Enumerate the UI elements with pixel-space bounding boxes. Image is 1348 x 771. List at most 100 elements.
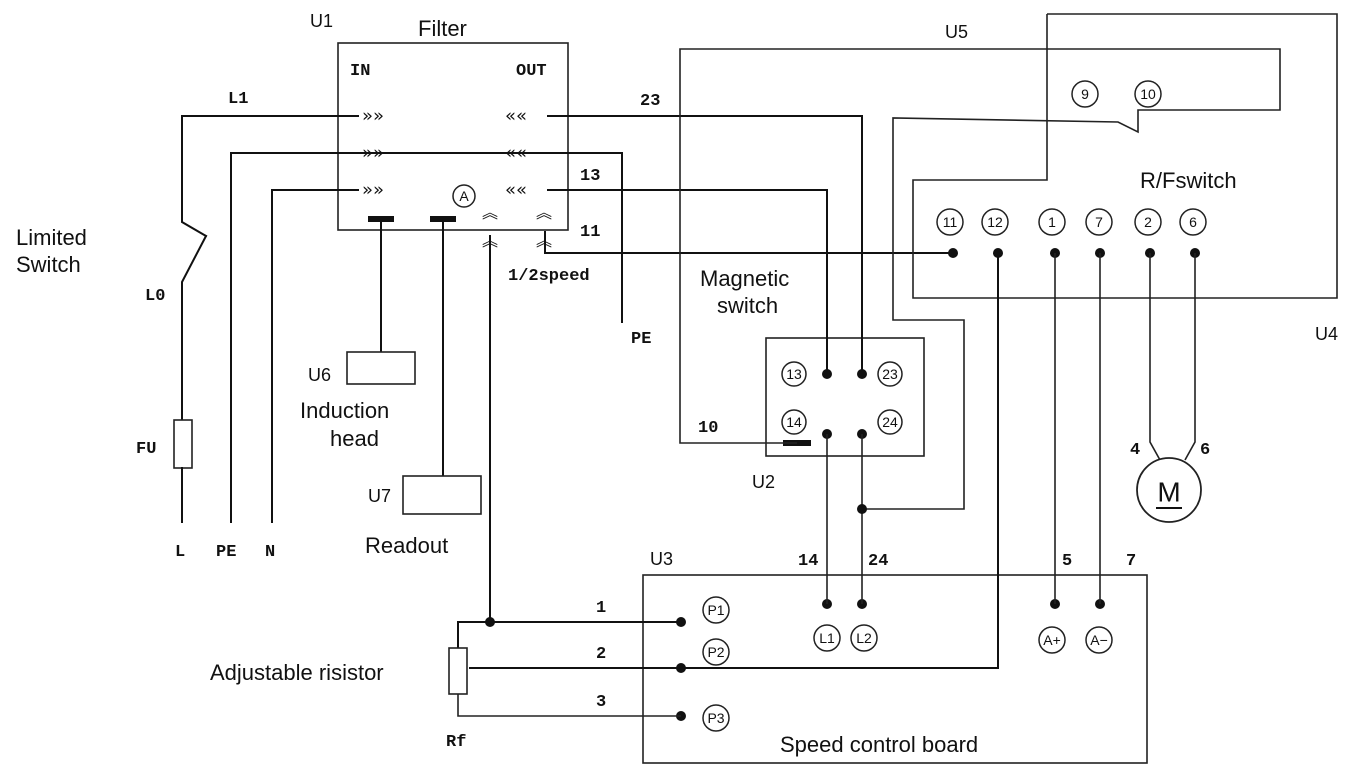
rf-switch-label: R/Fswitch	[1140, 168, 1237, 193]
wire-1	[457, 621, 682, 649]
scb-terminal-a-minus: A−	[1085, 626, 1113, 654]
filter-out-label: OUT	[516, 62, 547, 81]
ms-terminal-14: 14	[781, 409, 807, 435]
filter-title: Filter	[418, 16, 467, 41]
svg-text:A: A	[459, 188, 469, 204]
svg-text:A+: A+	[1043, 632, 1061, 648]
scb-terminal-p2: P2	[702, 638, 730, 666]
svg-text:»»: »»	[362, 180, 384, 201]
wire-7-label: 7	[1126, 552, 1136, 571]
svg-text:︽: ︽	[482, 203, 498, 222]
limited-switch-label-2: Switch	[16, 252, 81, 277]
svg-text:24: 24	[882, 414, 898, 430]
rf-terminal-2: 2	[1134, 208, 1162, 236]
svg-text:L1: L1	[819, 630, 835, 646]
ms-terminal-13: 13	[781, 361, 807, 387]
svg-text:13: 13	[786, 366, 802, 382]
half-speed-label: 1/2speed	[508, 267, 590, 286]
wire-23-label: 23	[640, 92, 660, 111]
svg-text:2: 2	[1144, 214, 1152, 230]
svg-text:23: 23	[882, 366, 898, 382]
svg-text:12: 12	[987, 214, 1003, 230]
svg-text:»»: »»	[362, 106, 384, 127]
fuse	[173, 419, 193, 469]
l-label: L	[175, 543, 185, 562]
induction-head-label-2: head	[330, 426, 379, 451]
induction-head-box	[346, 351, 416, 385]
svg-text:1: 1	[1048, 214, 1056, 230]
wire-14-label: 14	[798, 552, 818, 571]
speed-control-board-label: Speed control board	[780, 732, 978, 757]
u5-label: U5	[945, 22, 968, 42]
wire-4-label: 4	[1130, 441, 1140, 460]
filter-terminal-a: A	[452, 184, 476, 208]
motor: M	[1136, 457, 1202, 523]
svg-text:6: 6	[1189, 214, 1197, 230]
rf-terminal-11: 11	[936, 208, 964, 236]
svg-text:««: ««	[505, 106, 527, 127]
rf-switch-box	[912, 13, 1338, 299]
rf-terminal-10: 10	[1134, 80, 1162, 108]
wire-13	[547, 189, 828, 375]
scb-terminal-p1: P1	[702, 596, 730, 624]
wire-11-label: 11	[580, 223, 600, 242]
wire-10-loop	[679, 48, 1281, 510]
adjustable-resistor-label: Adjustable risistor	[210, 660, 384, 685]
limited-switch	[181, 234, 208, 421]
n-label: N	[265, 543, 275, 562]
wire-5-label: 5	[1062, 552, 1072, 571]
svg-text:7: 7	[1095, 214, 1103, 230]
readout-label: Readout	[365, 533, 448, 558]
l0-label: L0	[145, 287, 165, 306]
rf-terminal-1: 1	[1038, 208, 1066, 236]
fu-label: FU	[136, 440, 156, 459]
svg-text:A−: A−	[1090, 632, 1108, 648]
svg-text:P3: P3	[707, 710, 724, 726]
l1-label: L1	[228, 90, 248, 109]
u7-label: U7	[368, 486, 391, 506]
rf-terminal-9: 9	[1071, 80, 1099, 108]
scb-terminal-p3: P3	[702, 704, 730, 732]
wire-11	[544, 231, 954, 254]
wire-n	[271, 189, 359, 523]
ms-terminal-23: 23	[877, 361, 903, 387]
filter-bar-left	[368, 216, 394, 222]
wire-6-label: 6	[1200, 441, 1210, 460]
svg-text:P2: P2	[707, 644, 724, 660]
limited-switch-label-1: Limited	[16, 225, 87, 250]
u2-label: U2	[752, 472, 775, 492]
rf-terminal-6: 6	[1179, 208, 1207, 236]
u1-label: U1	[310, 11, 333, 31]
adjustable-resistor	[448, 647, 468, 695]
rf-terminal-12: 12	[981, 208, 1009, 236]
svg-text:14: 14	[786, 414, 802, 430]
readout-box	[402, 475, 482, 515]
wire-3-label: 3	[596, 693, 606, 712]
scb-terminal-a-plus: A+	[1038, 626, 1066, 654]
scb-terminal-l1: L1	[813, 624, 841, 652]
wire-1-label: 1	[596, 599, 606, 618]
svg-text:9: 9	[1081, 86, 1089, 102]
magnetic-switch-box	[765, 337, 925, 457]
wire-12	[680, 252, 999, 669]
wire-23	[547, 115, 863, 375]
wire-4	[1149, 253, 1161, 461]
scb-terminal-l2: L2	[850, 624, 878, 652]
wire-6	[1184, 253, 1196, 461]
svg-text:︽: ︽	[536, 203, 552, 222]
rf-terminal-7: 7	[1085, 208, 1113, 236]
svg-text:11: 11	[943, 214, 958, 230]
pe-filter-label: PE	[631, 330, 651, 349]
filter-in-label: IN	[350, 62, 370, 81]
rf-label: Rf	[446, 733, 466, 752]
wire-13-label: 13	[580, 167, 600, 186]
u4-label: U4	[1315, 324, 1338, 344]
wire-3	[457, 694, 681, 717]
svg-text:M: M	[1157, 477, 1180, 508]
magnetic-switch-label-2: switch	[717, 293, 778, 318]
induction-head-label-1: Induction	[300, 398, 389, 423]
wire-l1	[181, 115, 359, 238]
wire-2-label: 2	[596, 645, 606, 664]
svg-text:10: 10	[1140, 86, 1156, 102]
